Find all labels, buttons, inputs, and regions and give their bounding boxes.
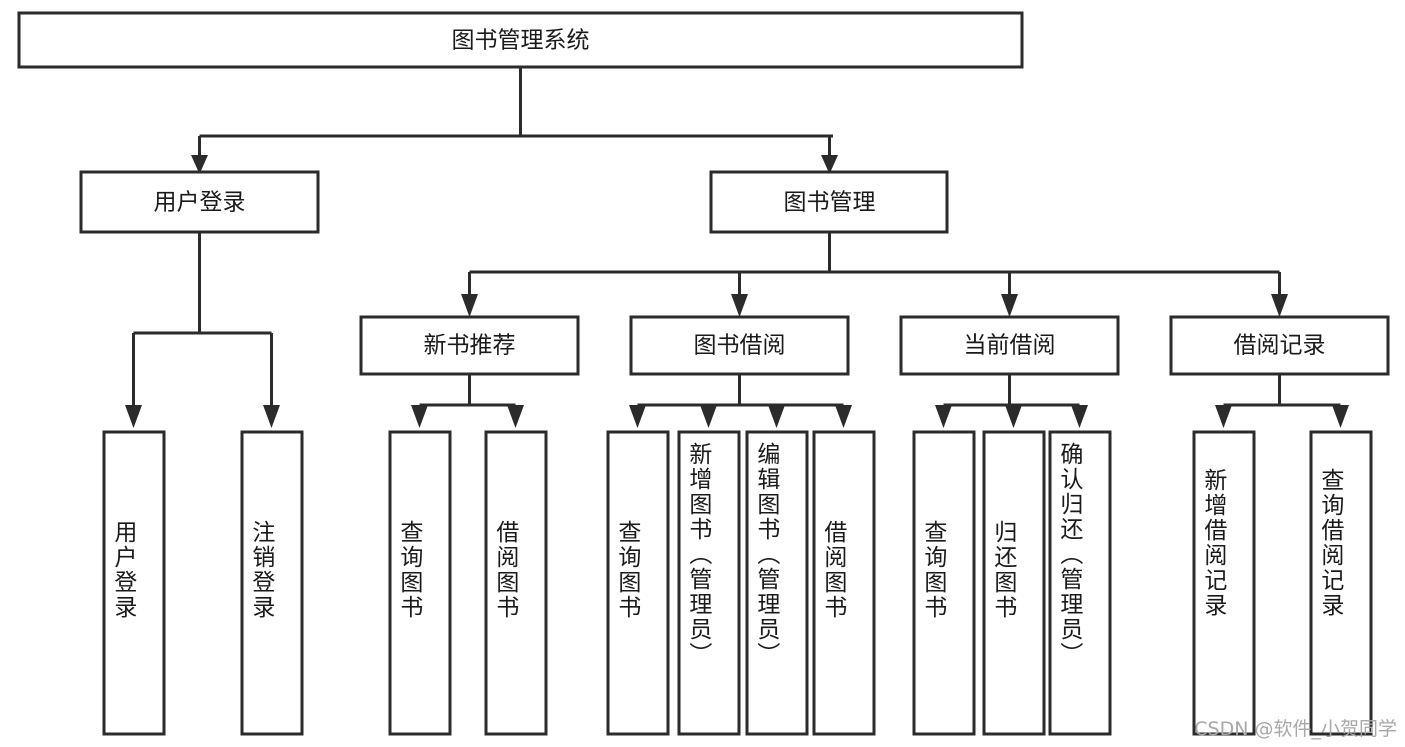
node-box-leaf-logout[interactable] — [240, 430, 304, 736]
node-box-leaf-borrow-book-1[interactable] — [484, 430, 548, 736]
node-box-leaf-user-login[interactable] — [102, 430, 166, 736]
arrow-head-leaf-confirm-return — [1071, 405, 1088, 428]
arrow-head-user-login — [191, 155, 208, 174]
node-box-leaf-query-book-1[interactable] — [388, 430, 452, 736]
arrow-head-leaf-query-book-2 — [629, 405, 646, 428]
node-box-current-borrow[interactable] — [899, 315, 1120, 376]
node-box-root[interactable] — [17, 11, 1024, 69]
node-box-leaf-add-record[interactable] — [1192, 430, 1256, 736]
node-label-root: 图书管理系统 — [452, 28, 590, 54]
arrow-head-current-borrow — [1001, 294, 1018, 317]
node-label-borrow-record: 借阅记录 — [1234, 333, 1326, 359]
arrow-head-leaf-query-book-1 — [411, 405, 428, 428]
arrow-head-leaf-user-login — [125, 405, 142, 428]
node-box-book-manage[interactable] — [709, 170, 949, 234]
connector-group-user-login — [125, 232, 280, 428]
node-box-borrow-record[interactable] — [1169, 315, 1390, 376]
connector-group-book-borrow — [629, 374, 852, 428]
arrow-head-leaf-borrow-book-1 — [507, 405, 524, 428]
node-box-new-book-recommend[interactable] — [359, 315, 580, 376]
arrow-head-leaf-add-record — [1215, 405, 1232, 428]
arrow-head-book-borrow — [731, 294, 748, 317]
node-box-leaf-confirm-return[interactable] — [1048, 430, 1112, 736]
node-label-new-book-recommend: 新书推荐 — [424, 333, 516, 359]
connector-group-new-book-recommend — [411, 374, 524, 428]
node-box-leaf-add-book[interactable] — [677, 430, 741, 736]
node-box-leaf-query-book-3[interactable] — [912, 430, 976, 736]
node-label-book-borrow: 图书借阅 — [694, 333, 786, 359]
arrow-head-leaf-query-book-3 — [935, 405, 952, 428]
connector-group-root — [191, 67, 838, 174]
watermark-text: CSDN @软件_小贺同学 — [1194, 718, 1397, 740]
node-box-book-borrow[interactable] — [629, 315, 850, 376]
arrow-head-leaf-add-book — [700, 405, 717, 428]
arrow-head-new-book-recommend — [461, 294, 478, 317]
arrow-head-leaf-return-book — [1005, 405, 1022, 428]
arrow-head-leaf-edit-book — [768, 405, 785, 428]
node-box-leaf-borrow-book-2[interactable] — [812, 430, 876, 736]
arrow-head-book-manage — [821, 155, 838, 174]
node-box-leaf-edit-book[interactable] — [745, 430, 809, 736]
arrow-head-leaf-logout — [263, 405, 280, 428]
node-label-current-borrow: 当前借阅 — [964, 333, 1056, 359]
node-box-leaf-return-book[interactable] — [982, 430, 1046, 736]
arrow-head-leaf-query-record — [1332, 405, 1349, 428]
node-label-book-manage: 图书管理 — [784, 190, 876, 216]
node-box-leaf-query-record[interactable] — [1309, 430, 1373, 736]
arrow-head-borrow-record — [1271, 294, 1288, 317]
arrow-head-leaf-borrow-book-2 — [835, 405, 852, 428]
connector-group-borrow-record — [1215, 374, 1349, 428]
connector-group-book-manage — [461, 232, 1288, 317]
node-box-user-login[interactable] — [79, 170, 320, 234]
node-box-leaf-query-book-2[interactable] — [606, 430, 670, 736]
node-label-user-login: 用户登录 — [154, 190, 246, 216]
connector-group-current-borrow — [935, 374, 1088, 428]
